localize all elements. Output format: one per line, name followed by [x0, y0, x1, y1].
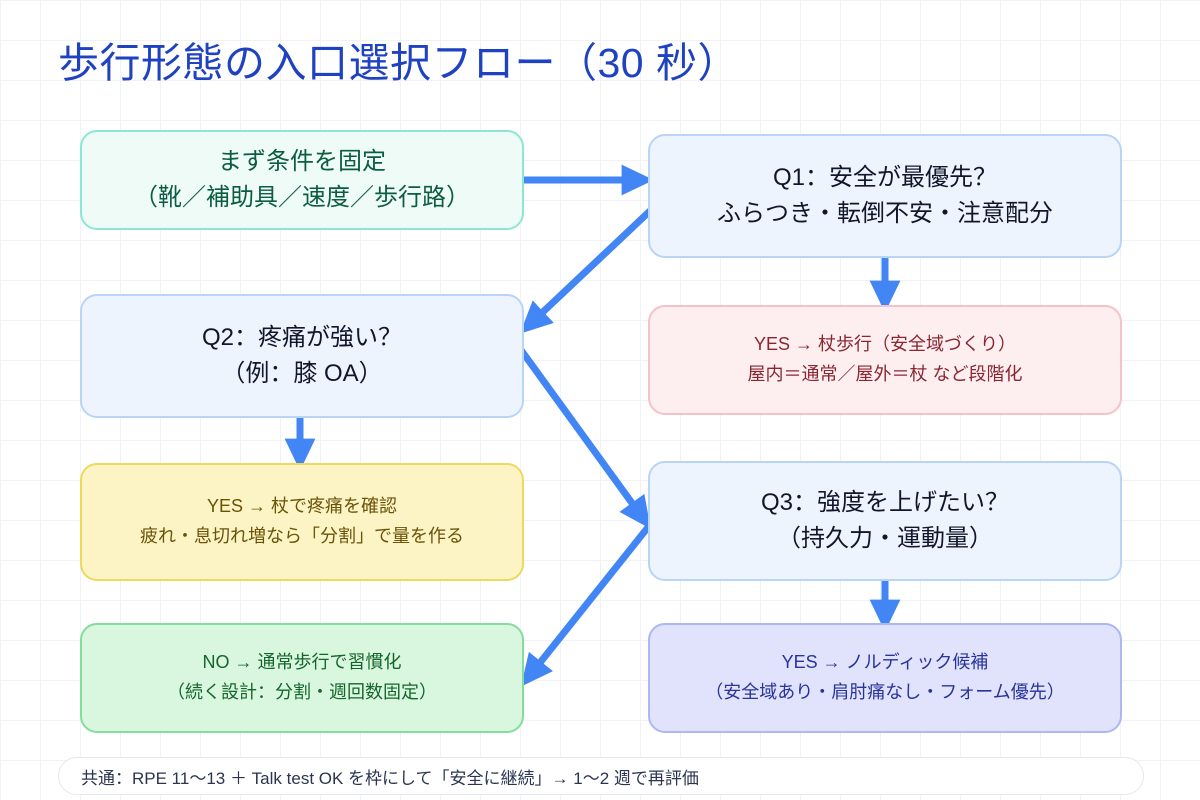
- node-line-1: Q3：強度を上げたい？: [760, 488, 1009, 516]
- node-q2-yes-cane-pain[interactable]: YES → 杖で疼痛を確認 疲れ・息切れ増なら「分割」で量を作る: [80, 463, 524, 581]
- node-line-1: NO → 通常歩行で習慣化: [202, 652, 402, 673]
- node-q3-intensity[interactable]: Q3：強度を上げたい？ （持久力・運動量）: [648, 461, 1122, 581]
- page-title: 歩行形態の入口選択フロー（30 秒）: [58, 40, 739, 86]
- node-line-2: ふらつき・転倒不安・注意配分: [717, 200, 1053, 227]
- node-line-1: YES → 杖で疼痛を確認: [206, 496, 398, 517]
- node-q2-pain[interactable]: Q2：疼痛が強い？ （例：膝 OA）: [80, 294, 524, 418]
- node-line-1: Q1：安全が最優先？: [772, 163, 997, 191]
- edge-q3-to-q2no: [520, 523, 652, 687]
- footer-note: 共通：RPE 11〜13 ＋ Talk test OK を枠にして「安全に継続」…: [58, 757, 1144, 795]
- node-line-2: （靴／補助具／速度／歩行路）: [134, 184, 470, 211]
- node-line-1: YES → ノルディック候補: [781, 652, 989, 673]
- node-line-2: （続く設計：分割・週回数固定）: [167, 682, 437, 702]
- node-line-1: Q2：疼痛が強い？: [201, 323, 402, 351]
- node-line-2: （安全域あり・肩肘痛なし・フォーム優先）: [705, 682, 1065, 702]
- edge-q1-to-q2: [519, 207, 654, 334]
- node-line-2: 疲れ・息切れ増なら「分割」で量を作る: [140, 526, 464, 546]
- node-line-2: （持久力・運動量）: [777, 525, 993, 552]
- node-q3-yes-nordic[interactable]: YES → ノルディック候補 （安全域あり・肩肘痛なし・フォーム優先）: [648, 623, 1122, 733]
- node-line-1: YES → 杖歩行（安全域づくり）: [753, 334, 1017, 355]
- node-q2-no-normal-walk[interactable]: NO → 通常歩行で習慣化 （続く設計：分割・週回数固定）: [80, 623, 524, 733]
- footer-note-text: 共通：RPE 11〜13 ＋ Talk test OK を枠にして「安全に継続」…: [81, 768, 699, 788]
- node-line-2: 屋内＝通常／屋外＝杖 など段階化: [747, 364, 1023, 384]
- edge-q2-to-q3: [518, 347, 651, 529]
- node-line-2: （例：膝 OA）: [221, 360, 383, 387]
- node-q1-safety[interactable]: Q1：安全が最優先？ ふらつき・転倒不安・注意配分: [648, 134, 1122, 258]
- node-line-1: まず条件を固定: [218, 147, 386, 175]
- node-fix-conditions[interactable]: まず条件を固定 （靴／補助具／速度／歩行路）: [80, 130, 524, 230]
- node-q1-yes-cane[interactable]: YES → 杖歩行（安全域づくり） 屋内＝通常／屋外＝杖 など段階化: [648, 305, 1122, 415]
